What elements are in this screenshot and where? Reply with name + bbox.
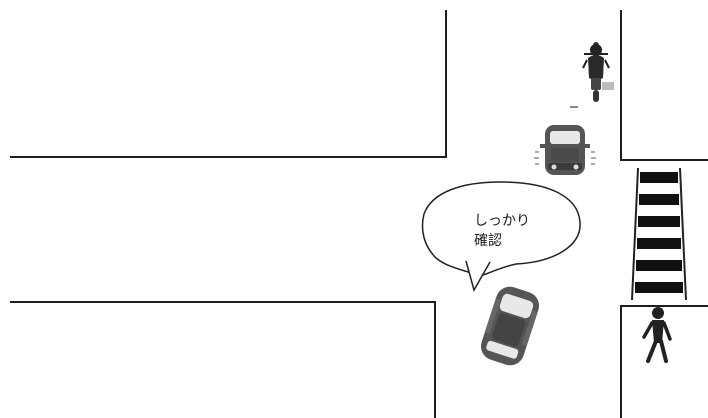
speech-bubble-line-2: 確認	[474, 233, 502, 249]
speech-bubble: しっかり 確認	[421, 181, 581, 292]
crosswalk-stripe	[638, 216, 680, 227]
crosswalk-stripe	[639, 194, 679, 205]
crosswalk-stripe	[635, 282, 683, 293]
crosswalk-stripe	[636, 260, 682, 271]
crosswalk	[631, 167, 687, 301]
road-edge-top-right	[620, 10, 708, 161]
oncoming-car-icon	[534, 125, 596, 175]
road-edge-bottom-right	[620, 305, 708, 418]
crosswalk-stripe	[640, 172, 678, 183]
road-edges	[10, 10, 708, 418]
road-edge-bottom-left	[10, 301, 436, 418]
crosswalk-edge-left	[631, 167, 639, 301]
crosswalk-edge-right	[679, 167, 687, 301]
pedestrian-icon	[642, 307, 672, 363]
road-edge-top-left	[10, 10, 447, 158]
speech-bubble-shape	[421, 181, 581, 277]
motorcycle-icon	[582, 42, 614, 102]
speech-bubble-line-1: しっかり	[474, 213, 530, 229]
crosswalk-stripe	[637, 238, 681, 249]
turning-car-icon	[480, 286, 540, 366]
speech-bubble-tail	[465, 260, 491, 292]
